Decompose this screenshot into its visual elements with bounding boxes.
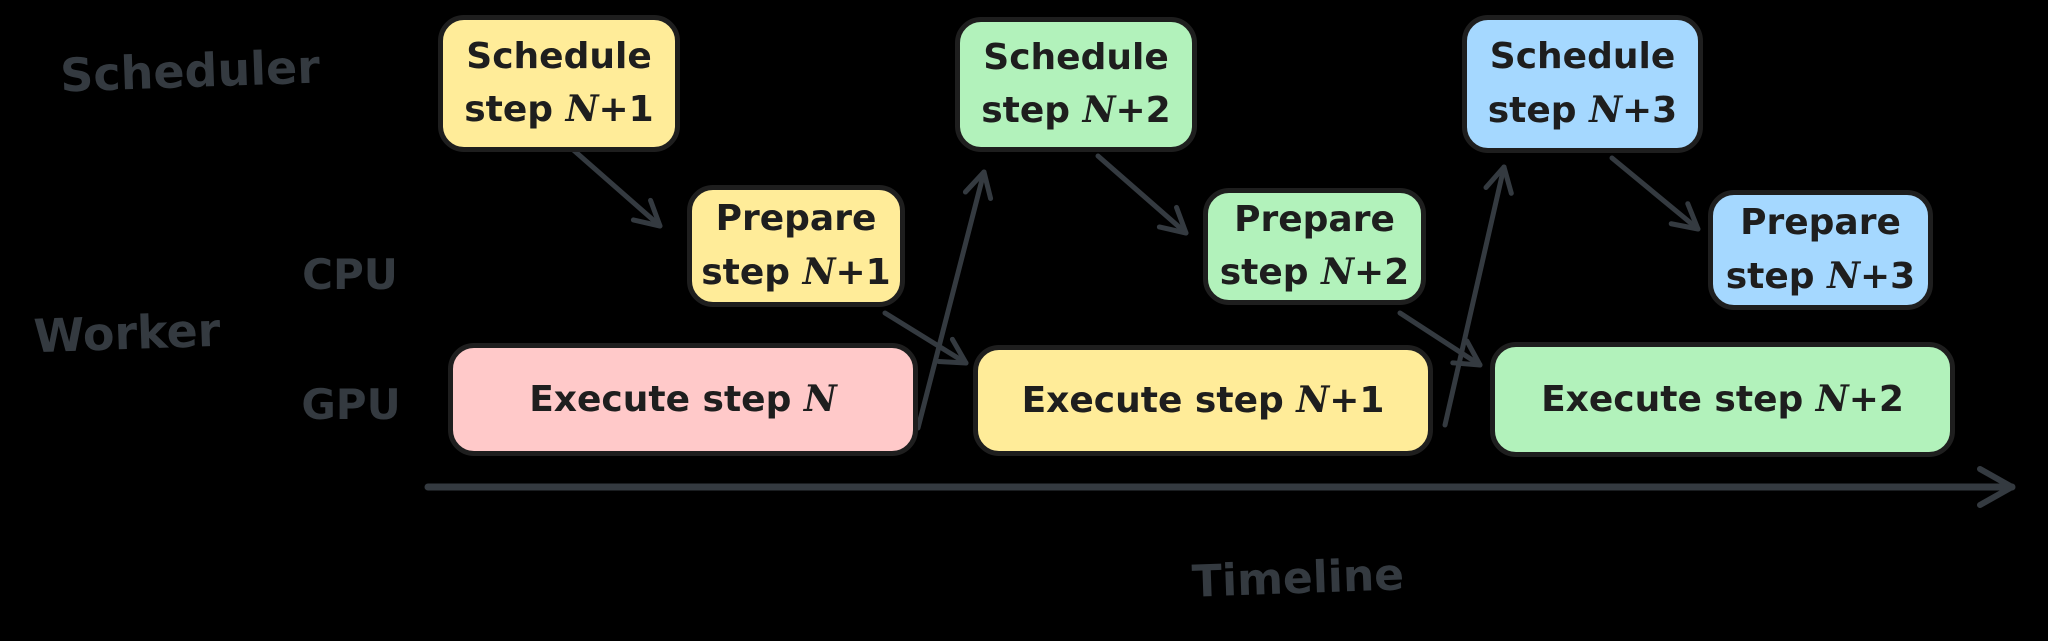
box-text: Execute step N+2 bbox=[1541, 377, 1904, 420]
box-text: Execute step N bbox=[529, 377, 837, 420]
box-prepare-step-n1: Prepare step N+1 bbox=[687, 185, 905, 307]
box-text: step N+3 bbox=[1487, 88, 1678, 131]
box-text: step N+2 bbox=[981, 89, 1171, 131]
box-text: Prepare bbox=[1740, 202, 1901, 244]
box-text: Prepare bbox=[715, 198, 877, 240]
box-text: Schedule bbox=[983, 36, 1169, 78]
box-schedule-step-n2: Schedule step N+2 bbox=[955, 17, 1197, 152]
arrow-prepare-n1-to-execute-n1 bbox=[882, 310, 969, 366]
box-text: step N+3 bbox=[1725, 254, 1916, 297]
box-schedule-step-n3: Schedule step N+3 bbox=[1462, 15, 1703, 153]
box-text: Schedule bbox=[466, 35, 652, 77]
arrow-schedule-n1-to-prepare-n1 bbox=[567, 144, 663, 229]
box-text: Schedule bbox=[1489, 36, 1676, 78]
box-text: Execute step N+1 bbox=[1021, 378, 1385, 421]
box-execute-step-n1: Execute step N+1 bbox=[973, 345, 1433, 456]
arrow-execute-n-to-schedule-n2 bbox=[915, 169, 994, 431]
box-text: step N+1 bbox=[464, 88, 654, 130]
arrow-schedule-n2-to-prepare-n2 bbox=[1095, 153, 1189, 236]
row-label-cpu: CPU bbox=[302, 250, 398, 299]
box-prepare-step-n2: Prepare step N+2 bbox=[1203, 188, 1426, 305]
box-prepare-step-n3: Prepare step N+3 bbox=[1708, 190, 1933, 310]
box-execute-step-n2: Execute step N+2 bbox=[1490, 342, 1955, 457]
box-text: step N+2 bbox=[1219, 251, 1410, 293]
timeline-label: Timeline bbox=[1191, 549, 1405, 608]
box-text: step N+1 bbox=[701, 250, 891, 293]
box-execute-step-n: Execute step N bbox=[448, 343, 918, 456]
row-label-worker: Worker bbox=[32, 302, 222, 364]
row-label-scheduler: Scheduler bbox=[59, 39, 321, 103]
box-schedule-step-n1: Schedule step N+1 bbox=[438, 15, 680, 152]
arrow-prepare-n2-to-execute-n2 bbox=[1397, 310, 1483, 368]
arrow-schedule-n3-to-prepare-n3 bbox=[1609, 155, 1701, 232]
box-text: Prepare bbox=[1234, 198, 1395, 240]
row-label-gpu: GPU bbox=[301, 380, 401, 429]
arrow-execute-n1-to-schedule-n3 bbox=[1442, 164, 1514, 428]
